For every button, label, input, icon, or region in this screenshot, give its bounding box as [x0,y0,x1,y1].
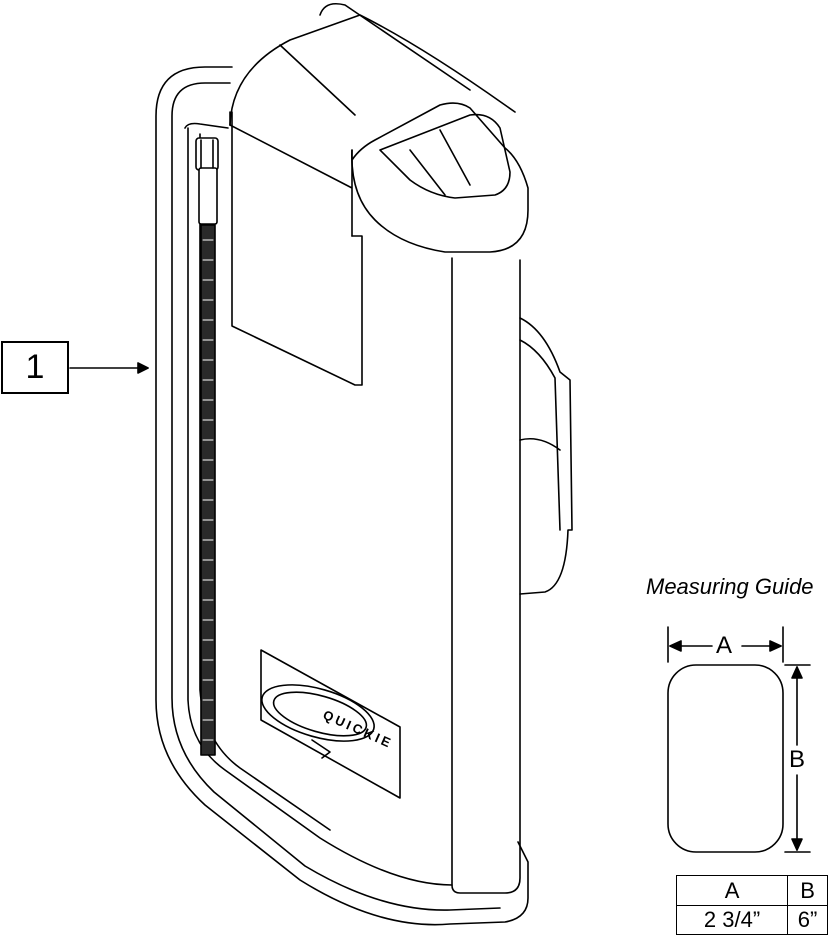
callout-arrowhead [137,362,149,374]
top-cap-inner [379,113,511,199]
dimension-b-label: B [789,746,806,773]
logo-swoosh [261,684,375,742]
zipper-track [200,224,216,756]
size-table: A B 2 3/4” 6” [675,875,828,935]
zipper-pull [195,137,219,171]
dim-a-arrow-left [669,640,682,652]
top-flap [229,14,516,126]
belt-clip [519,317,573,595]
size-table-value-a: 2 3/4” [675,905,789,935]
dimension-a-label: A [716,632,733,659]
measuring-guide-title: Measuring Guide [646,574,814,599]
flap-front-panel [229,124,353,237]
pouch-front-face [187,127,453,886]
dim-a-arrow-right [769,640,782,652]
callout-number: 1 [25,348,45,386]
size-table-value-b: 6” [787,905,828,935]
callout-number-box: 1 [1,341,69,394]
size-table-value-row: 2 3/4” 6” [675,905,828,935]
belt-clip-inner [519,339,561,531]
zipper-slider [198,167,218,225]
size-table-header-b: B [787,875,828,906]
top-ridge [231,111,363,386]
dim-b-arrow-top [791,666,803,679]
top-cap [351,102,529,253]
size-table-header-row: A B [675,875,828,906]
size-table-header-a: A [675,875,789,906]
back-plate-inner [171,82,501,911]
flap-crease [279,2,471,116]
pouch-side-edge [184,122,229,129]
guide-shape [667,664,784,853]
pouch-front-body [229,111,521,894]
dim-b-arrow-bottom [791,838,803,851]
pouch-inner-line [199,133,331,831]
back-plate-outline [155,66,529,926]
zipper-teeth [202,239,214,741]
